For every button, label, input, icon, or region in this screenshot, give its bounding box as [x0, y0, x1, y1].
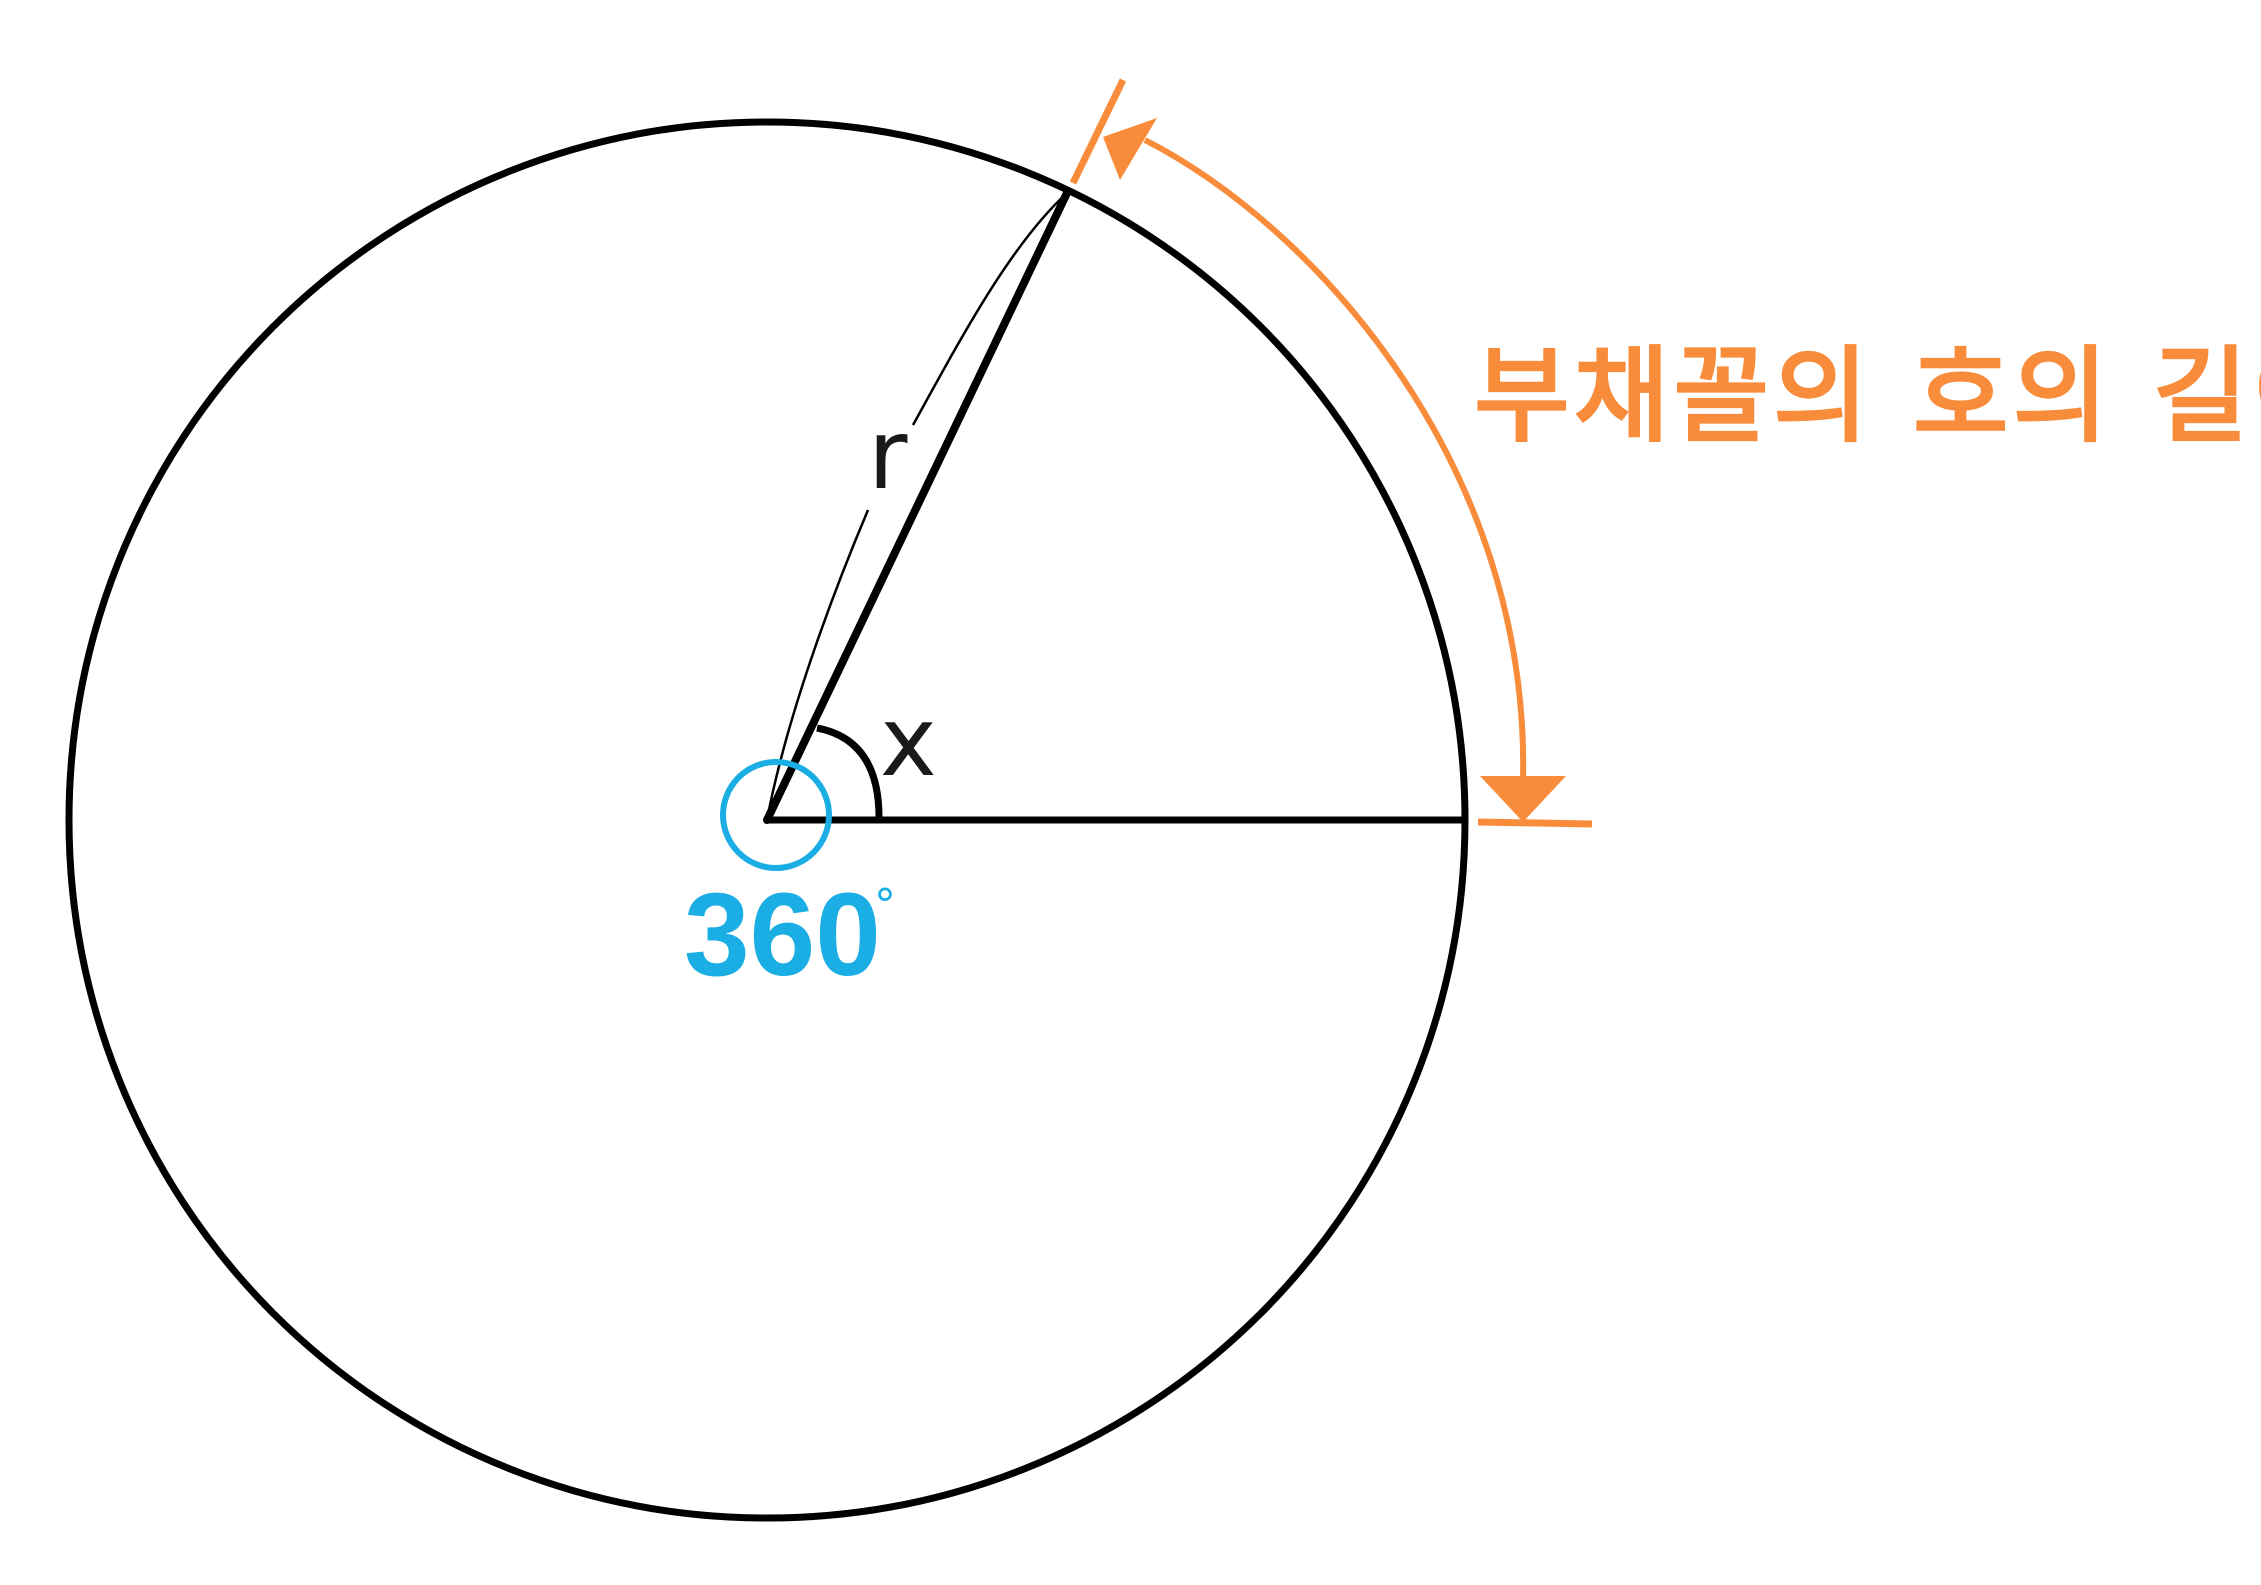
- arc-end-tick-bottom: [1477, 818, 1593, 828]
- arc-end-tick-top: [1069, 78, 1127, 185]
- slanted-radius: [763, 191, 1071, 822]
- arc-arrowhead-top-icon: [1103, 118, 1157, 180]
- radius-dimension-bracket: [765, 509, 870, 821]
- radius-label: r: [868, 399, 908, 511]
- arc-length-arrow-curve: [1143, 137, 1527, 781]
- central-angle-arc: [816, 724, 883, 821]
- degree-symbol: °: [874, 880, 896, 931]
- arc-length-label: 부채꼴의 호의 길이: [1474, 335, 2261, 457]
- central-angle-label: x: [880, 686, 937, 798]
- full-angle-label: 360: [684, 869, 881, 1001]
- full-angle-circle-marker: [720, 759, 832, 871]
- center-point: [763, 816, 771, 824]
- radius-dimension-bracket-upper: [911, 192, 1068, 426]
- arc-arrowhead-bottom-icon: [1480, 776, 1566, 822]
